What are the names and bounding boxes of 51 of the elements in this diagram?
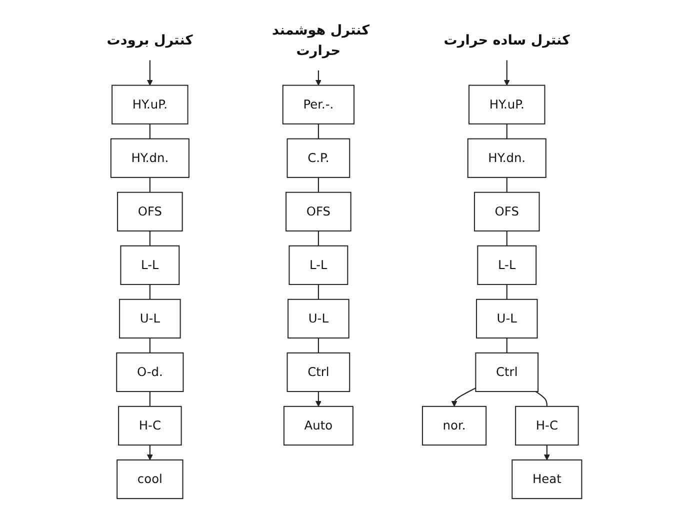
node-box: L-L <box>288 245 348 285</box>
node-text: کنترل برودت <box>106 32 193 48</box>
node-box: H-C <box>118 406 182 446</box>
node-box: HY.dn. <box>466 138 546 178</box>
node-box: HY.uP. <box>468 84 545 124</box>
connector <box>149 230 150 246</box>
node-box: H-C <box>514 406 578 446</box>
connector <box>506 230 508 246</box>
node-box: U-L <box>287 298 349 338</box>
node-box: cool <box>116 459 183 500</box>
node-box: OFS <box>116 192 182 232</box>
connector <box>318 124 319 139</box>
arrow <box>315 392 322 407</box>
connector <box>506 284 508 300</box>
node-box: OFS <box>285 192 351 232</box>
connector <box>149 392 150 406</box>
arrow <box>544 445 550 460</box>
node-box: L-L <box>120 245 180 285</box>
node-text: کنترل ساده حرارت <box>443 32 570 48</box>
node-box: Auto <box>283 406 354 446</box>
connector <box>318 230 319 246</box>
arrow <box>146 60 153 86</box>
connector <box>506 338 508 353</box>
node-text: کنترل هوشمند حرارت <box>272 22 370 58</box>
node-box: Per.-. <box>282 84 354 124</box>
node-box: O-d. <box>116 352 184 392</box>
connector <box>149 124 150 139</box>
connector <box>318 284 319 300</box>
arrow <box>450 388 476 407</box>
arrow <box>315 70 322 86</box>
connector <box>318 177 319 192</box>
node-box: C.P. <box>286 138 350 178</box>
connector <box>506 177 508 192</box>
connector <box>535 391 548 406</box>
arrow <box>146 445 153 460</box>
connector <box>149 338 150 353</box>
arrow <box>504 60 510 86</box>
node-box: nor. <box>422 406 486 446</box>
node-box: U-L <box>476 298 538 338</box>
connector <box>318 338 319 353</box>
node-box: OFS <box>474 192 540 232</box>
node-box: Ctrl <box>474 352 538 392</box>
node-box: Heat <box>511 459 582 500</box>
connector <box>149 284 150 300</box>
node-box: HY.dn. <box>110 138 190 178</box>
node-box: HY.uP. <box>111 84 188 124</box>
node-box: Ctrl <box>286 352 350 392</box>
connector <box>506 124 508 139</box>
node-box: L-L <box>476 245 536 285</box>
connector <box>149 177 150 192</box>
node-box: U-L <box>118 298 180 338</box>
